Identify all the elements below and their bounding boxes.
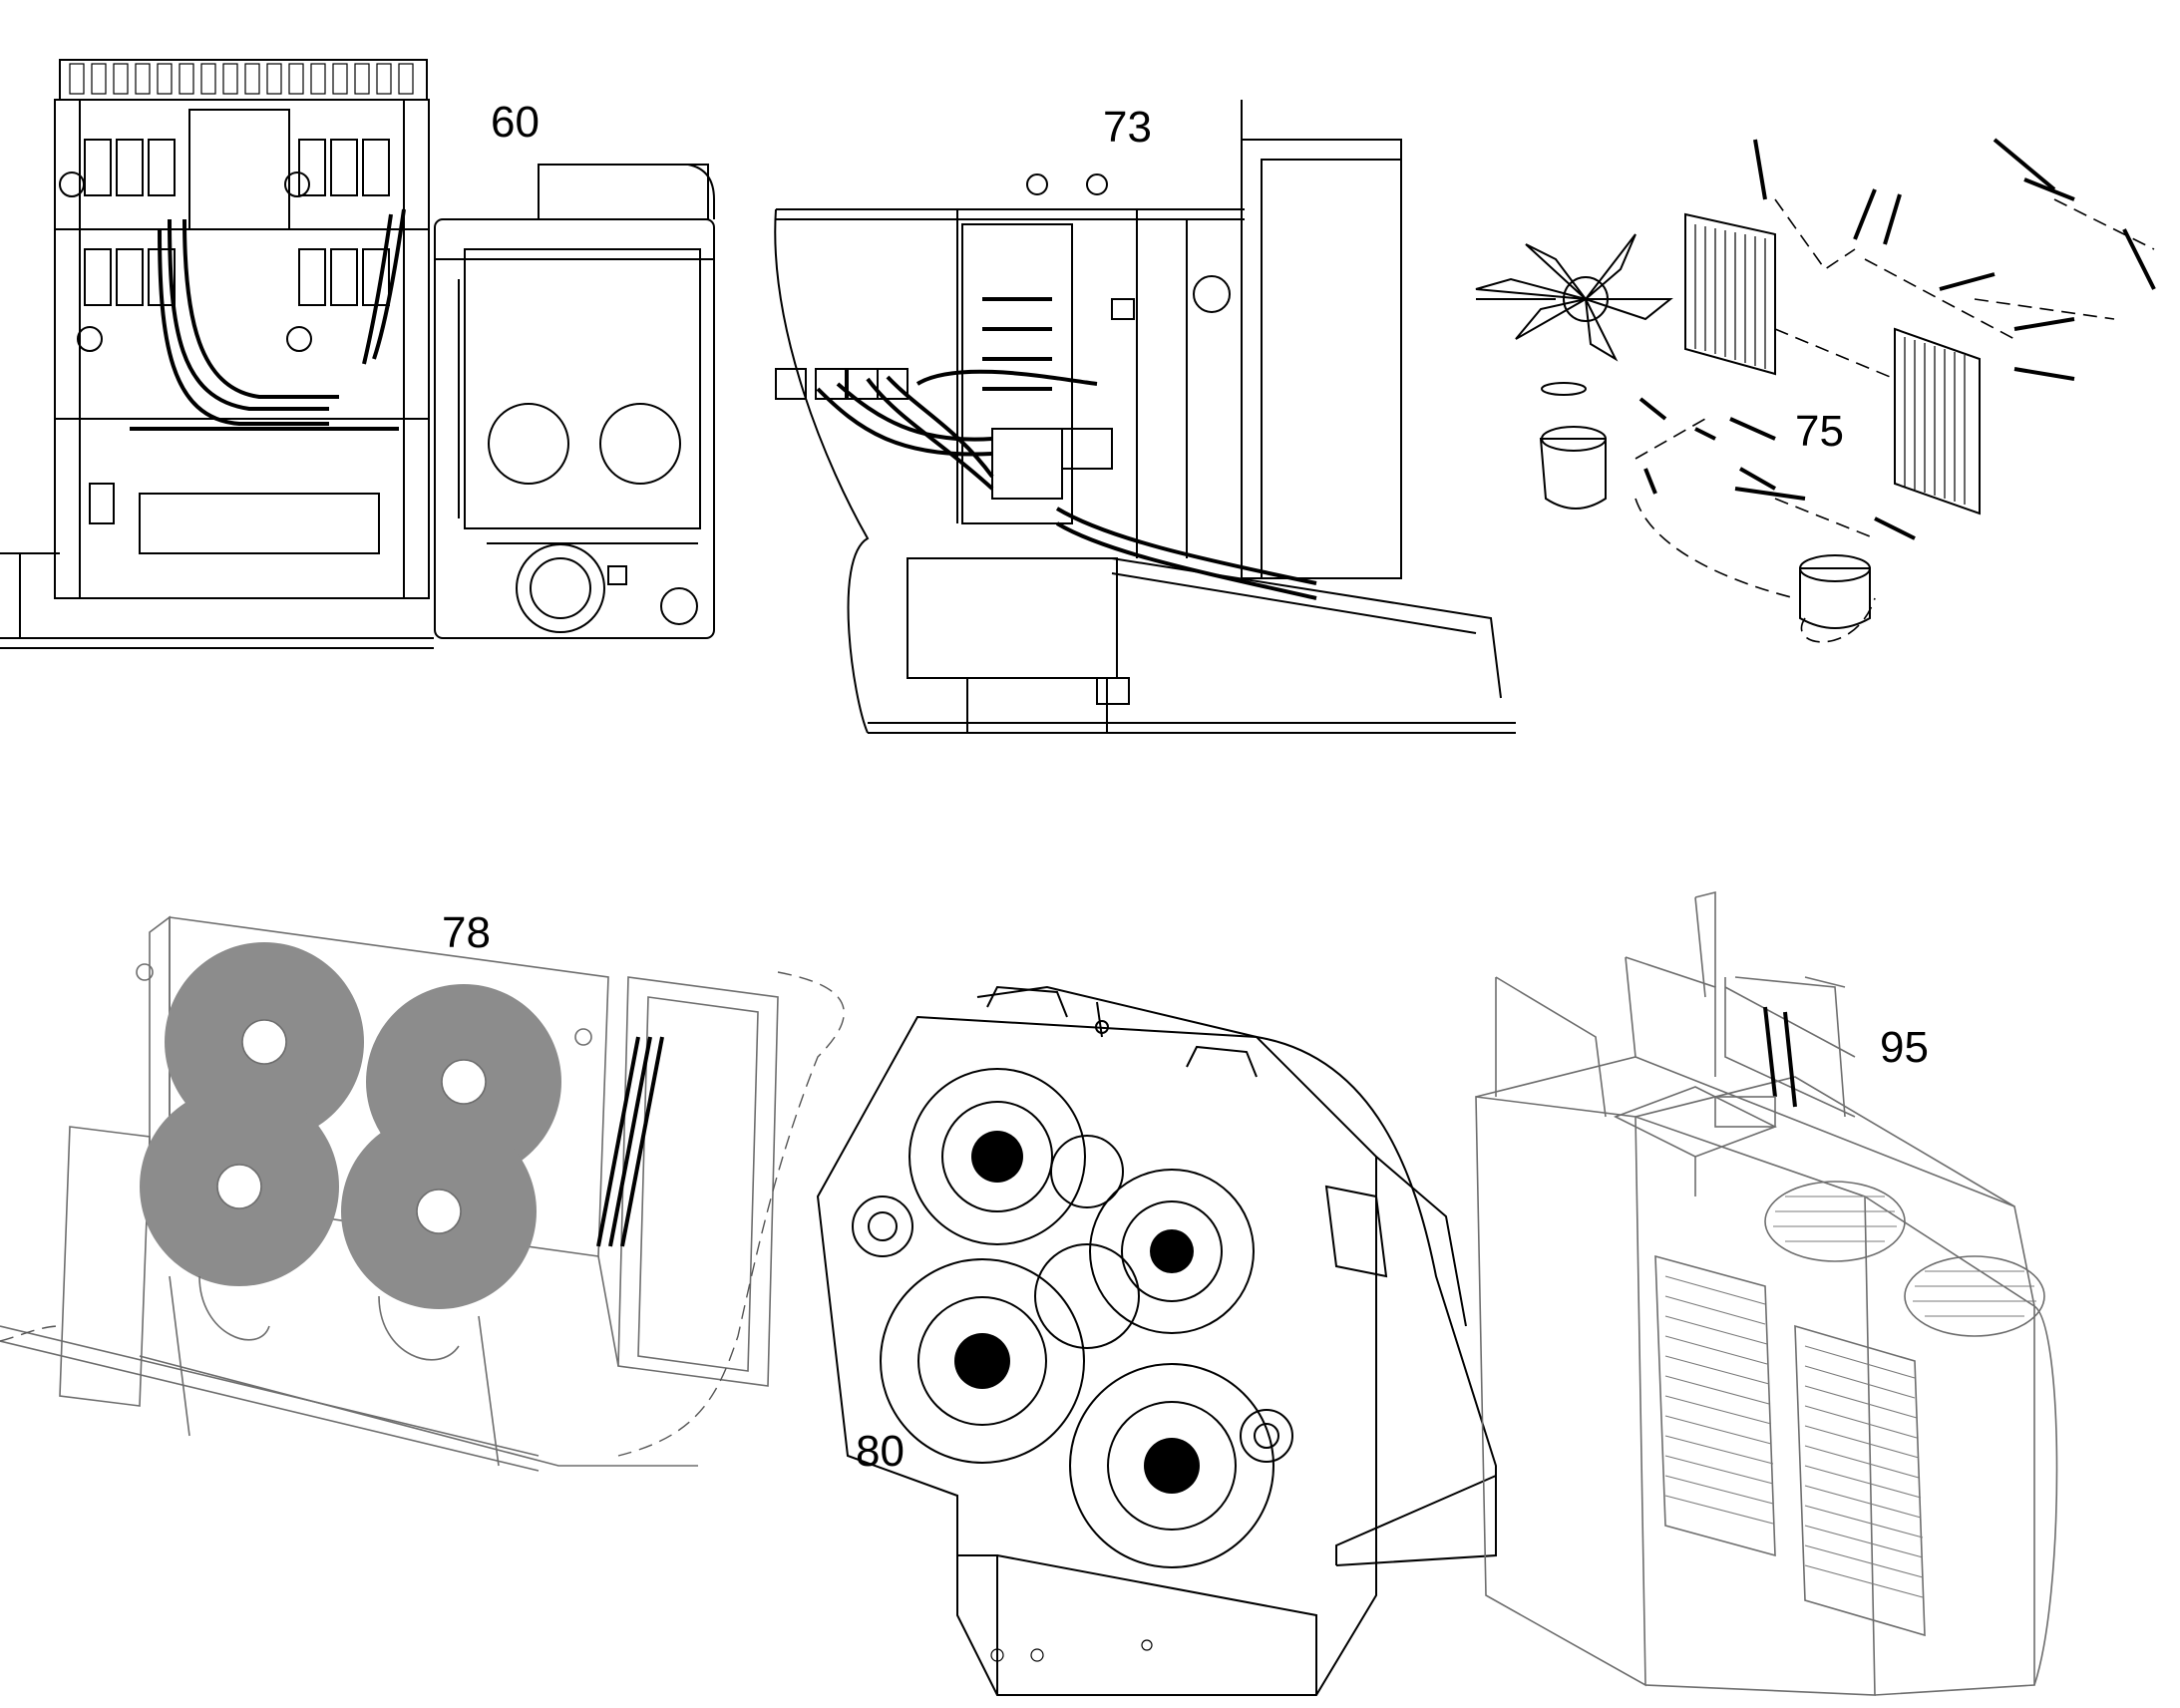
assembly-60-tank (434, 164, 715, 639)
assembly-75-radiator-right (1894, 327, 1981, 515)
assembly-80-bearing-top-left (908, 1068, 1086, 1245)
assembly-95-grille-left (1654, 1254, 1776, 1557)
assembly-95-round-vent-left (1764, 1181, 1906, 1262)
assembly-60-engine-frame (0, 59, 715, 649)
assembly-78-fan-disc-bottom-right (341, 1114, 537, 1309)
callout-labels: 60 73 75 78 80 95 (442, 98, 1929, 1476)
assembly-78-fan-disc-bottom-left (140, 1087, 339, 1286)
assembly-80-bearing-top-right (1089, 1169, 1255, 1334)
callout-95: 95 (1880, 1023, 1929, 1072)
assembly-95-grille-right (1794, 1324, 1926, 1637)
callout-73: 73 (1103, 103, 1152, 152)
assembly-75-fan (1475, 233, 1673, 362)
assembly-95-enclosure (1475, 890, 2058, 1696)
callout-78: 78 (442, 908, 491, 957)
callout-60: 60 (491, 98, 540, 147)
callout-75: 75 (1795, 407, 1844, 456)
assembly-95-railings (1495, 890, 1856, 1118)
assembly-80-bearing-bottom-right (1069, 1363, 1274, 1568)
assembly-75-hose-fittings (1638, 138, 2156, 540)
assembly-78-fan-deck (0, 915, 845, 1472)
assembly-75-leader-lines (1635, 198, 2155, 643)
assembly-75-radiator-left (1684, 212, 1776, 376)
assembly-60-top-terminals (69, 63, 414, 95)
assembly-60-valve-bank (59, 139, 390, 352)
assembly-73-hoses (816, 369, 1317, 600)
assembly-75-pumps (1539, 382, 1871, 629)
assembly-60-hose-bundle (130, 208, 406, 431)
assembly-80-bearing-bottom-left (880, 1258, 1085, 1464)
assembly-95-round-vent-right (1904, 1255, 2045, 1337)
callout-80: 80 (856, 1427, 905, 1476)
assembly-75-exploded-fittings (1475, 138, 2156, 643)
assembly-80-gearbox (816, 985, 1497, 1696)
assembly-73-side-view (774, 100, 1516, 734)
